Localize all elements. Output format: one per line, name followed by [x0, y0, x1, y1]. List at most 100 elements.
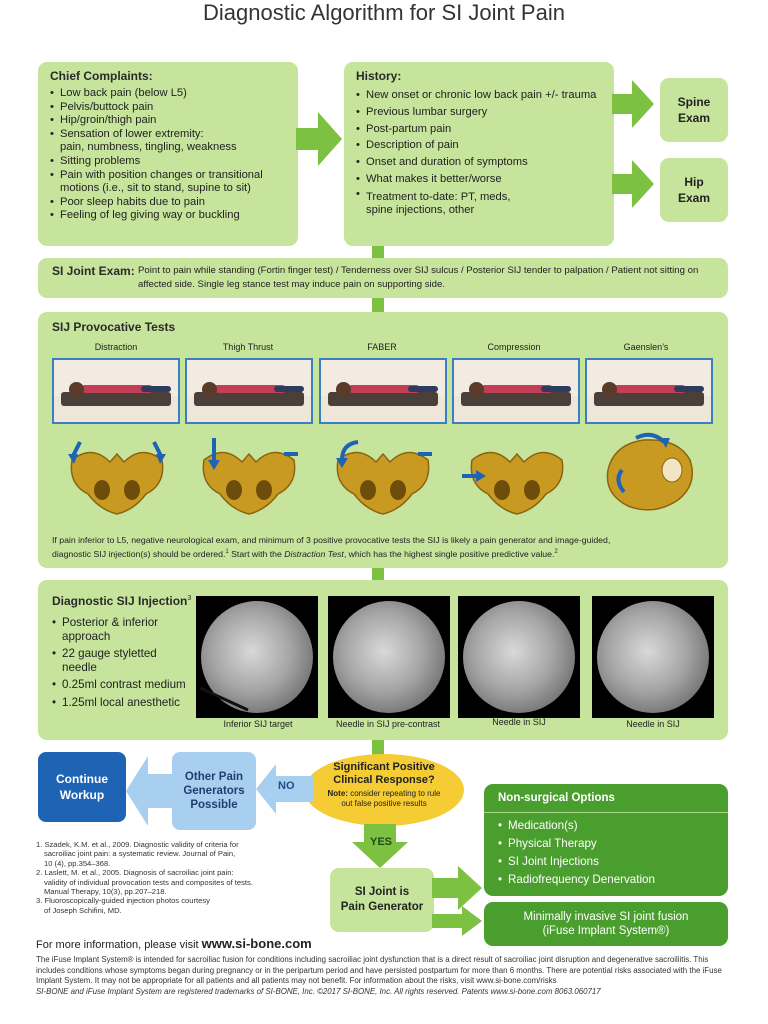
hip-exam-box: Hip Exam [660, 158, 728, 222]
si-generator-line1: SI Joint is [354, 886, 410, 898]
list-item: SI Joint Injections [498, 853, 655, 871]
footer-trademark: SI-BONE and iFuse Implant System are reg… [36, 986, 601, 996]
note-part-c: Start with the [228, 548, 285, 559]
note-part-d: Distraction Test [284, 548, 344, 559]
list-item: Low back pain (below L5) [50, 87, 286, 101]
si-joint-exam-box: SI Joint Exam: Point to pain while stand… [38, 258, 728, 298]
xray-label: Needle in SIJ pre-contrast [335, 719, 441, 729]
reference-line: sacroiliac joint pain: a systematic revi… [44, 849, 236, 859]
list-item: Sensation of lower extremity: [50, 128, 286, 142]
nonsurgical-header: Non-surgical Options [498, 792, 615, 804]
xray-inferior-sij-target [196, 596, 318, 718]
decision-note-text2: out false positive results [341, 799, 427, 808]
note-sup-1: 1 [225, 549, 229, 555]
provocative-tests-header: SIJ Provocative Tests [52, 320, 176, 334]
distraction-test-photo [52, 358, 180, 424]
xray-needle-pre-contrast [328, 596, 450, 718]
footer-line: includes conditions whose symptoms began… [36, 965, 722, 975]
decision-title-line1: Significant Positive [333, 761, 435, 773]
list-item: Treatment to-date: PT, meds, [356, 188, 602, 204]
list-item: 0.25ml contrast medium [52, 678, 200, 692]
arrow-to-nonsurgical [432, 866, 482, 910]
decision-title-line2: Clinical Response? [333, 774, 435, 786]
other-pain-line1: Other Pain [184, 771, 244, 783]
diagnostic-injection-box: Diagnostic SIJ Injection3 Posterior & in… [38, 580, 728, 740]
test-label-distraction: Distraction [94, 342, 138, 352]
list-item: Onset and duration of symptoms [356, 154, 602, 171]
list-item-continued: needle [62, 660, 97, 674]
list-item: Previous lumbar surgery [356, 104, 602, 121]
provocative-tests-note: If pain inferior to L5, negative neurolo… [52, 534, 716, 560]
hip-exam-line1: Hip [684, 175, 704, 189]
decision-note: Note: consider repeating to rule out fal… [304, 789, 464, 809]
chief-complaints-list: Low back pain (below L5) Pelvis/buttock … [50, 87, 286, 223]
pelvis-faber-illustration [336, 440, 432, 515]
list-item: Feeling of leg giving way or buckling [50, 209, 286, 223]
reference-line: of Joseph Schifini, MD. [44, 905, 122, 915]
list-item: Description of pain [356, 137, 602, 154]
list-item: Pelvis/buttock pain [50, 101, 286, 115]
reference-line: Manual Therapy, 10(3), pp.207–218. [44, 887, 167, 897]
list-item: Physical Therapy [498, 835, 655, 853]
diagnostic-injection-list: Posterior & inferior approach 22 gauge s… [52, 616, 200, 710]
spine-exam-line2: Exam [677, 111, 711, 125]
decision-ellipse: Significant Positive Clinical Response? … [304, 754, 464, 826]
spine-exam-box: Spine Exam [660, 78, 728, 142]
yes-arrow [352, 824, 408, 868]
list-item: What makes it better/worse [356, 171, 602, 188]
history-header: History: [356, 69, 402, 83]
pelvis-thigh-thrust-illustration [202, 438, 298, 515]
si-joint-exam-header: SI Joint Exam: [52, 264, 135, 278]
pelvis-gaenslen-illustration [606, 432, 693, 511]
arrow-to-fusion [432, 906, 482, 936]
chief-complaints-header: Chief Complaints: [50, 69, 153, 83]
hip-exam-line2: Exam [677, 191, 711, 205]
list-item: Medication(s) [498, 817, 655, 835]
continue-workup-line2: Workup [59, 788, 105, 802]
xray-label: Needle in SIJ [626, 719, 680, 729]
list-item-continued: pain, numbness, tingling, weakness [60, 141, 237, 154]
decision-note-text: consider repeating to rule [347, 789, 441, 798]
list-item-continued: approach [62, 629, 111, 643]
xray-label: Inferior SIJ target [223, 719, 293, 729]
compression-test-photo [452, 358, 580, 424]
no-arrow [256, 764, 314, 814]
pelvis-distraction-illustration [68, 441, 166, 515]
other-pain-line2: Generators [183, 785, 245, 797]
yes-label: YES [370, 836, 393, 848]
list-item-continued: spine injections, other [366, 203, 475, 216]
si-joint-pain-generator-box: SI Joint is Pain Generator [330, 868, 434, 932]
faber-test-photo [319, 358, 447, 424]
arrow-chief-to-history [296, 112, 342, 166]
more-info-link[interactable]: www.si-bone.com [201, 936, 312, 951]
test-label-compression: Compression [487, 342, 541, 352]
thigh-thrust-test-photo [185, 358, 313, 424]
note-part-a: If pain inferior to L5, negative neurolo… [52, 535, 611, 545]
test-label-thigh-thrust: Thigh Thrust [222, 342, 274, 352]
si-generator-line2: Pain Generator [340, 901, 424, 913]
other-pain-line3: Possible [190, 799, 238, 811]
arrow-history-to-hip [612, 160, 654, 208]
list-item: 1.25ml local anesthetic [52, 696, 200, 710]
nonsurgical-list: Medication(s) Physical Therapy SI Joint … [498, 817, 655, 889]
references: 1. Szadek, K.M. et al., 2009. Diagnostic… [36, 840, 286, 915]
list-item-continued: motions (i.e., sit to stand, supine to s… [60, 182, 251, 195]
gaenslen-test-photo [585, 358, 713, 424]
xray-needle-in-sij-1 [458, 596, 580, 718]
list-item: New onset or chronic low back pain +/- t… [356, 87, 602, 104]
reference-line: 1. Szadek, K.M. et al., 2009. Diagnostic… [36, 840, 239, 849]
xray-needle-in-sij-2 [592, 596, 714, 718]
connector-injection-decision [372, 738, 384, 758]
diagnostic-injection-sup: 3 [187, 595, 192, 602]
nonsurgical-options-box: Non-surgical Options Medication(s) Physi… [484, 784, 728, 896]
list-item: Poor sleep habits due to pain [50, 196, 286, 210]
test-label-faber: FABER [367, 342, 397, 352]
chief-complaints-box: Chief Complaints: Low back pain (below L… [38, 62, 298, 246]
history-list: New onset or chronic low back pain +/- t… [356, 87, 602, 216]
list-item: Pain with position changes or transition… [50, 169, 286, 183]
decision-note-label: Note: [327, 789, 348, 798]
page-title: Diagnostic Algorithm for SI Joint Pain [203, 0, 565, 25]
list-item: Post-partum pain [356, 121, 602, 138]
reference-line: 3. Fluoroscopically-guided injection pho… [36, 896, 210, 906]
arrow-to-continue-workup [126, 756, 174, 826]
